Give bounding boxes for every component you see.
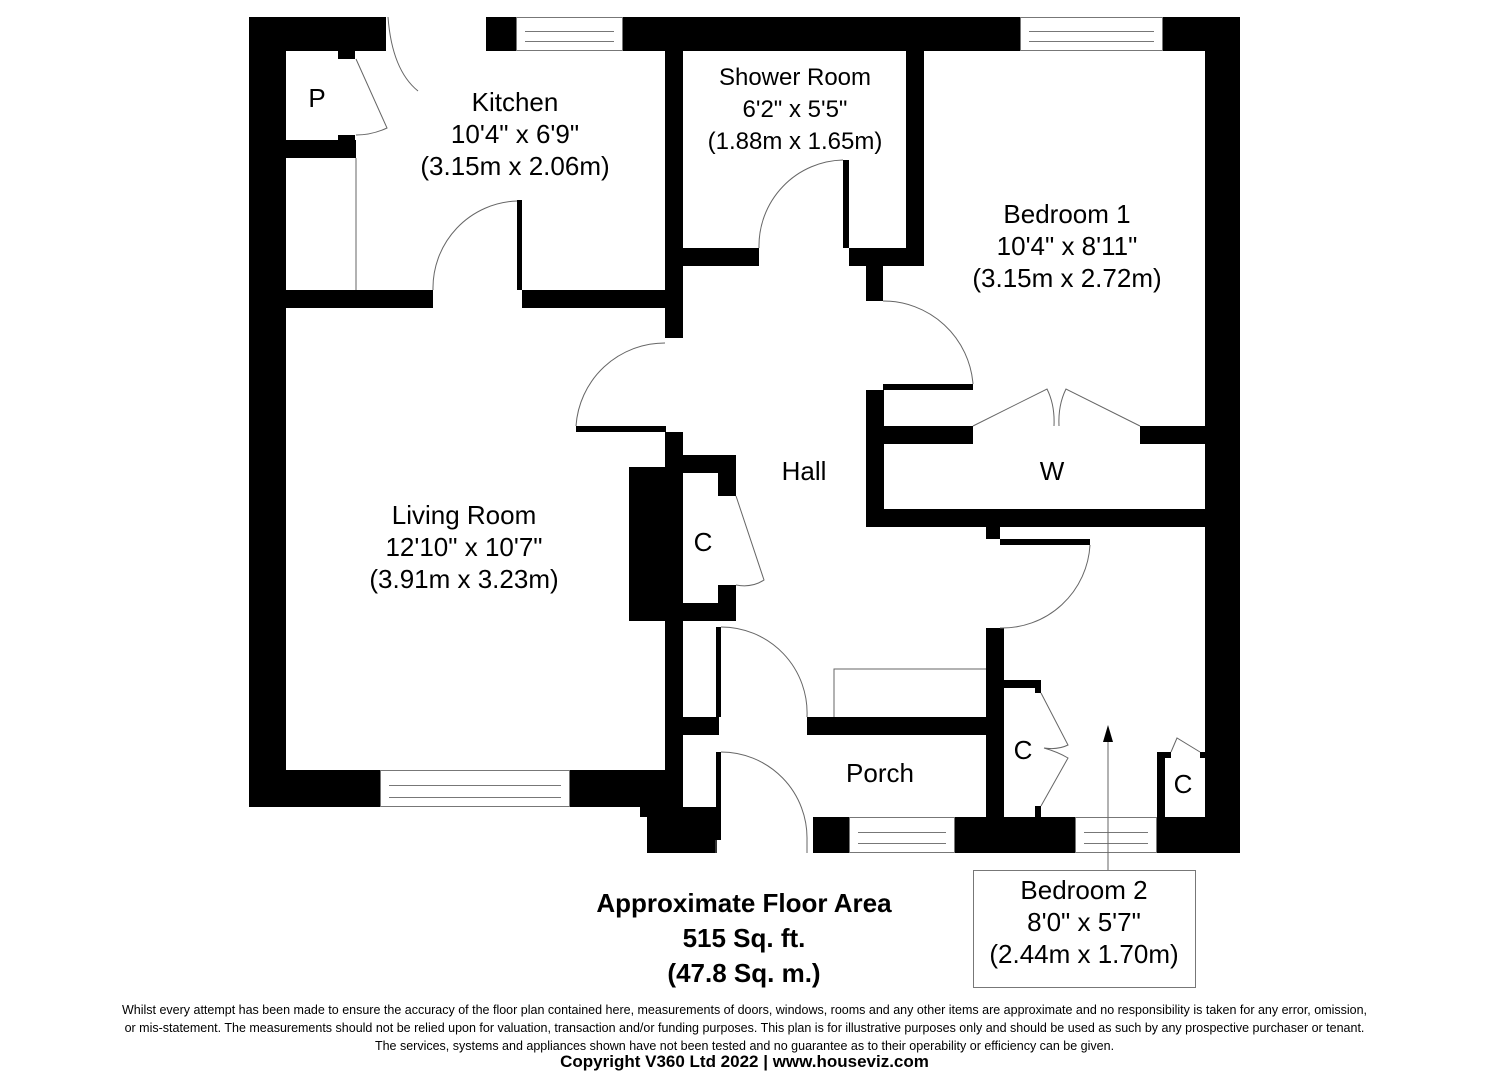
room-imperial: 8'0" x 5'7" xyxy=(1027,907,1141,937)
room-imperial: 6'2" x 5'5" xyxy=(742,96,848,123)
wall-shower-bottom-right xyxy=(849,248,924,266)
room-name: Kitchen xyxy=(471,87,559,117)
room-imperial: 10'4" x 8'11" xyxy=(996,231,1138,261)
wall-bed2-cupboard-right-top xyxy=(1200,752,1206,758)
window-bedroom1 xyxy=(1020,17,1163,51)
room-name: Bedroom 2 xyxy=(1020,875,1148,905)
room-metric: (2.44m x 1.70m) xyxy=(989,939,1179,969)
storage-label-hall-cupboard: C xyxy=(693,527,713,557)
wall-top-middle xyxy=(623,17,1020,51)
wall-chimney xyxy=(629,467,683,621)
wall-pantry-bottom xyxy=(286,140,356,158)
room-label-living-room: Living Room 12'10" x 10'7" (3.91m x 3.23… xyxy=(369,499,558,595)
storage-label-wardrobe: W xyxy=(1039,456,1065,486)
wall-porch-cupboard-bottom-stub xyxy=(1035,806,1041,817)
wall-bottom-living-right xyxy=(570,770,683,807)
wall-kitchen-bottom-left xyxy=(286,290,433,308)
wall-bedroom2-door-leaf xyxy=(1000,539,1090,545)
wall-bottom-porch xyxy=(813,817,849,853)
room-label-kitchen: Kitchen 10'4" x 6'9" (3.15m x 2.06m) xyxy=(420,86,609,182)
disclaimer-line-2: or mis-statement. The measurements shoul… xyxy=(124,1021,1365,1035)
wall-shower-door-stub xyxy=(843,160,849,248)
room-metric: (3.15m x 2.06m) xyxy=(420,151,610,181)
room-label-bedroom2: Bedroom 2 8'0" x 5'7" (2.44m x 1.70m) xyxy=(989,874,1178,970)
room-metric: (3.15m x 2.72m) xyxy=(972,263,1162,293)
wall-porch-door-jamb-upper xyxy=(716,627,721,717)
floor-area-title: Approximate Floor Area xyxy=(596,888,892,918)
window-bedroom2 xyxy=(1075,817,1157,853)
wall-wardrobe-top-right xyxy=(1140,426,1205,444)
window-porch xyxy=(849,817,955,853)
wall-bedroom1-door-stub xyxy=(866,266,883,301)
window-living-room xyxy=(380,770,570,807)
wall-pantry-bottom-stub xyxy=(338,135,355,143)
room-imperial: 12'10" x 10'7" xyxy=(385,532,543,562)
wall-porch-top xyxy=(807,717,988,735)
wall-hall-cupboard-bottom-stub xyxy=(718,585,736,603)
wall-porch-left xyxy=(665,621,683,817)
floor-area-summary: Approximate Floor Area 515 Sq. ft. (47.8… xyxy=(596,886,891,991)
wall-bedroom2-door-stub xyxy=(986,527,1000,539)
wall-bottom-middle xyxy=(955,817,1075,853)
wall-porch-inner-stub xyxy=(683,717,719,735)
disclaimer-line-1: Whilst every attempt has been made to en… xyxy=(121,1003,1368,1017)
room-label-hall: Hall xyxy=(781,456,827,486)
storage-label-bedroom2-cupboard: C xyxy=(1173,769,1193,799)
disclaimer-line-3: The services, systems and appliances sho… xyxy=(374,1039,1115,1053)
wall-hall-cupboard-bottom xyxy=(665,603,736,621)
wall-right xyxy=(1205,17,1240,853)
wall-bed2-cupboard-left xyxy=(1157,752,1165,817)
wall-pantry-top-stub xyxy=(338,51,355,59)
wall-left xyxy=(249,17,286,807)
room-label-shower-room: Shower Room 6'2" x 5'5" (1.88m x 1.65m) xyxy=(708,62,883,158)
wall-porch-cupboard-top-stub xyxy=(1035,688,1041,693)
wall-shower-right xyxy=(906,51,924,266)
wall-hall-cupboard-top xyxy=(665,455,736,473)
wall-bottom-living-left xyxy=(249,770,380,807)
bedroom2-callout-box xyxy=(973,870,1196,988)
floor-area-sqm: (47.8 Sq. m.) xyxy=(667,958,821,988)
floor-area-sqft: 515 Sq. ft. xyxy=(682,923,806,953)
room-metric: (1.88m x 1.65m) xyxy=(707,128,883,155)
wall-wardrobe-left xyxy=(866,390,884,527)
wall-porch-left-step xyxy=(640,807,684,817)
wall-bed2-cupboard-left-top xyxy=(1157,752,1171,758)
window-kitchen xyxy=(516,17,623,51)
wall-kitchen-right xyxy=(665,51,683,338)
wall-bedroom1-door-stub-lower xyxy=(883,384,973,390)
wall-wardrobe-bottom xyxy=(866,509,1205,527)
wall-living-door-stub xyxy=(576,426,666,432)
wall-porch-cupboard-top xyxy=(1004,680,1041,688)
room-metric: (3.91m x 3.23m) xyxy=(369,564,559,594)
wall-kitchen-bottom-right xyxy=(522,290,683,308)
room-imperial: 10'4" x 6'9" xyxy=(450,119,580,149)
room-label-bedroom1: Bedroom 1 10'4" x 8'11" (3.15m x 2.72m) xyxy=(972,198,1161,294)
room-label-porch: Porch xyxy=(846,758,914,788)
room-name: Living Room xyxy=(391,500,537,530)
wall-wardrobe-top-left xyxy=(884,426,973,444)
copyright: Copyright V360 Ltd 2022 | www.houseviz.c… xyxy=(560,1052,929,1071)
room-name: Shower Room xyxy=(718,64,872,91)
disclaimer: Whilst every attempt has been made to en… xyxy=(0,1001,1489,1055)
storage-label-porch-cupboard: C xyxy=(1013,735,1033,765)
wall-kitchen-door-stub xyxy=(517,200,522,290)
storage-label-pantry: P xyxy=(308,83,326,113)
wall-shower-bottom-left xyxy=(665,248,759,266)
wall-bottom-right xyxy=(1157,817,1240,853)
wall-porch-door-jamb-lower xyxy=(716,752,721,840)
room-name: Bedroom 1 xyxy=(1003,199,1131,229)
wall-top-kitchen xyxy=(486,17,516,51)
wall-hall-cupboard-top-stub xyxy=(718,473,736,496)
wall-bedroom2-left xyxy=(986,628,1004,817)
